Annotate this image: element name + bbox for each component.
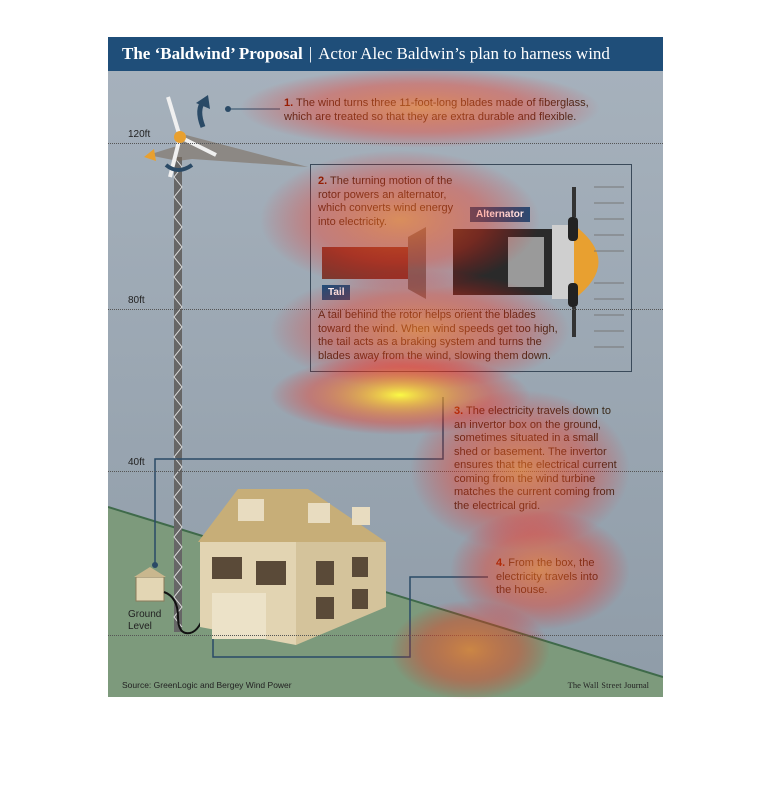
step-4-caption: 4. From the box, the electricity travels… bbox=[496, 557, 616, 598]
step-2-number: 2. bbox=[318, 175, 328, 187]
height-line-120 bbox=[108, 143, 663, 144]
source-note: Source: GreenLogic and Bergey Wind Power bbox=[122, 680, 292, 690]
height-label-40: 40ft bbox=[128, 457, 145, 468]
invertor-box bbox=[134, 567, 210, 635]
tail-note: A tail behind the rotor helps orient the… bbox=[318, 309, 558, 362]
step-1-text: The wind turns three 11-foot-long blades… bbox=[284, 97, 589, 123]
step-4-number: 4. bbox=[496, 557, 506, 569]
step-2-text: The turning motion of the rotor powers a… bbox=[318, 175, 454, 228]
step-4-text: From the box, the electricity travels in… bbox=[496, 557, 599, 596]
rotation-arrow bbox=[164, 95, 210, 172]
tail-tag: Tail bbox=[322, 285, 351, 300]
page-title: The ‘Baldwind’ Proposal bbox=[122, 44, 303, 63]
title-separator: | bbox=[308, 44, 313, 63]
infographic: The ‘Baldwind’ Proposal | Actor Alec Bal… bbox=[108, 37, 663, 697]
step-1-caption: 1. The wind turns three 11-foot-long bla… bbox=[284, 97, 614, 124]
height-label-120: 120ft bbox=[128, 129, 151, 140]
height-line-ground bbox=[108, 635, 663, 636]
house bbox=[198, 489, 386, 645]
turbine-tower bbox=[173, 156, 183, 632]
step-3-number: 3. bbox=[454, 405, 464, 417]
alternator-tag: Alternator bbox=[470, 207, 530, 222]
step-2-caption: 2. The turning motion of the rotor power… bbox=[318, 175, 468, 229]
page-subtitle: Actor Alec Baldwin’s plan to harness win… bbox=[318, 44, 610, 63]
credit-suffix: Journal bbox=[621, 680, 649, 690]
step-3-caption: 3. The electricity travels down to an in… bbox=[454, 405, 624, 513]
credit-brand: Wall Street bbox=[582, 681, 622, 690]
title-bar: The ‘Baldwind’ Proposal | Actor Alec Bal… bbox=[108, 37, 663, 71]
height-line-40 bbox=[108, 471, 663, 472]
ground-level-label: Ground Level bbox=[128, 609, 162, 632]
publisher-credit: The Wall Street Journal bbox=[568, 680, 649, 690]
height-label-80: 80ft bbox=[128, 295, 145, 306]
credit-prefix: The bbox=[567, 680, 583, 690]
wind-lines bbox=[594, 186, 624, 348]
step-1-number: 1. bbox=[284, 97, 294, 109]
step-3-text: The electricity travels down to an inver… bbox=[454, 405, 617, 512]
